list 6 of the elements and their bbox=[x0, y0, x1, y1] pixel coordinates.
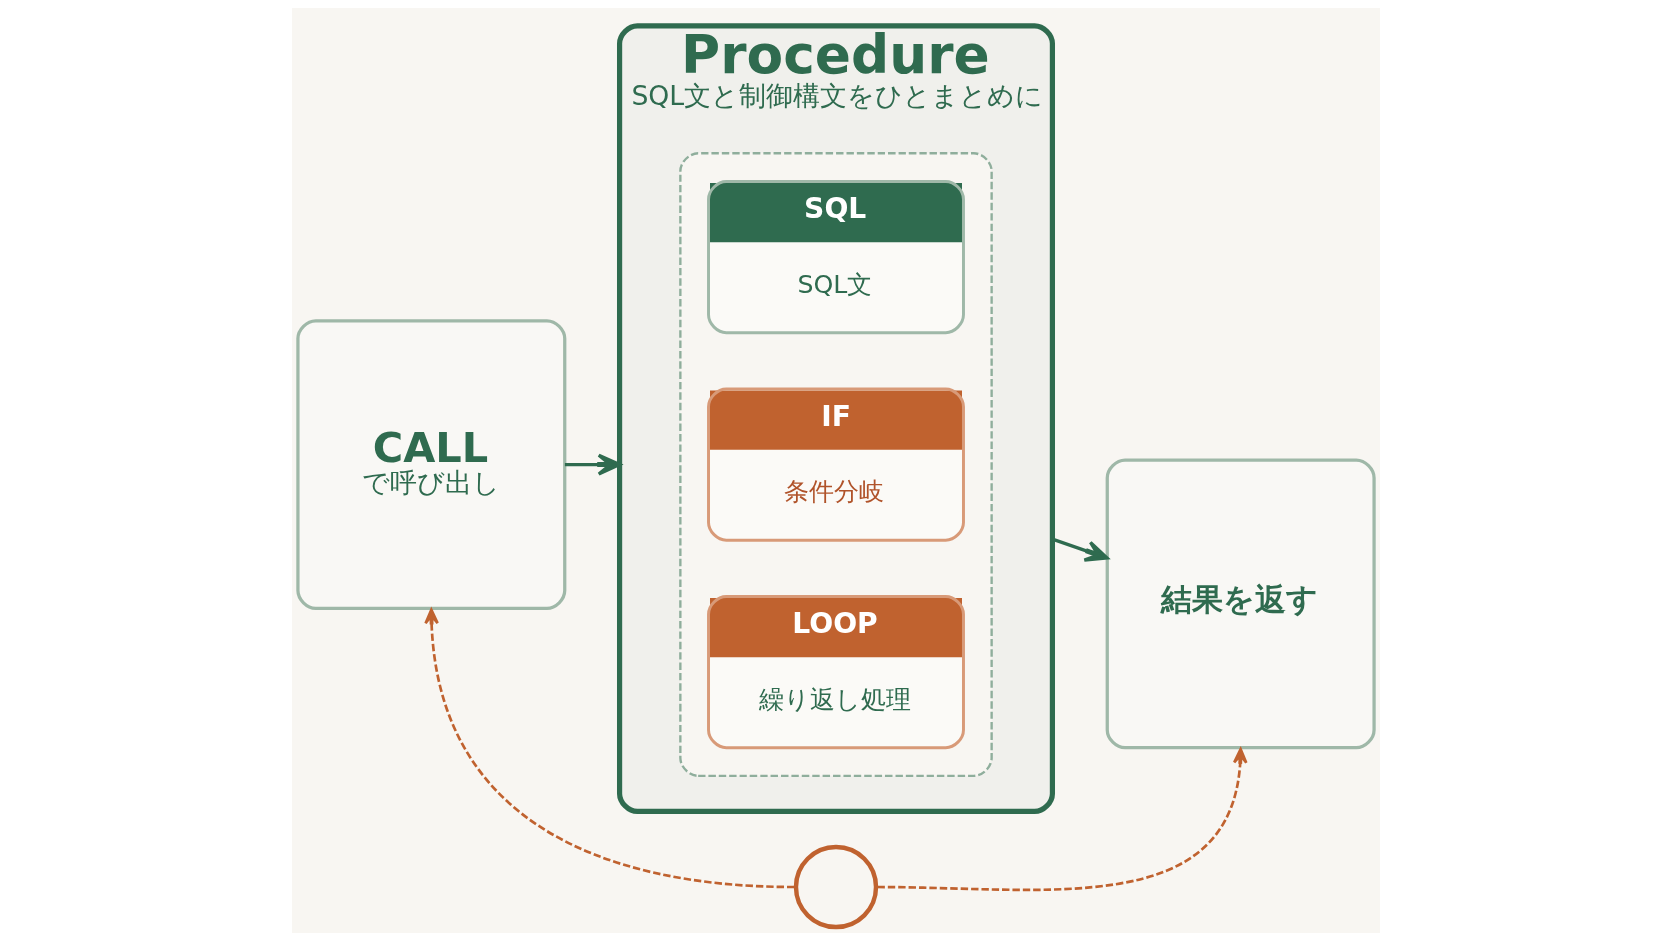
arrow bbox=[877, 747, 1248, 892]
node-circle bbox=[793, 844, 879, 930]
node-box: CALL で呼び出し bbox=[296, 319, 567, 610]
arrow bbox=[564, 453, 622, 476]
node-box: 結果を返す bbox=[1105, 458, 1376, 750]
arrow bbox=[424, 608, 795, 889]
